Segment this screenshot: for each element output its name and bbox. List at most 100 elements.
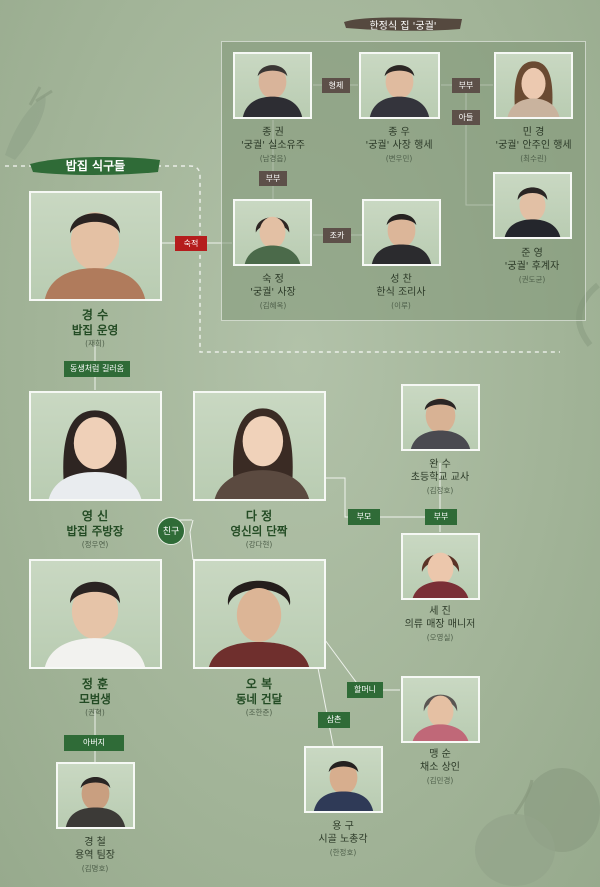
person-role: 밥집 주방장 — [66, 524, 124, 538]
portrait-icon — [44, 212, 146, 299]
person-name: 종 권 — [262, 127, 284, 138]
person-role: 의류 매장 매니저 — [404, 618, 476, 630]
person-role: 시골 노총각 — [318, 833, 368, 845]
person-actor: (이루) — [391, 301, 411, 310]
relation-tag: 아들 — [452, 110, 480, 125]
photo-obok — [193, 559, 326, 669]
vegetable-decoration-left-icon — [5, 86, 53, 160]
person-actor: (조한준) — [245, 708, 273, 718]
person-actor: (남경읍) — [259, 154, 287, 163]
caption-maengsoon: 맹 순 채소 상인 (김민경) — [390, 749, 490, 785]
photo-minkyung — [494, 52, 573, 119]
person-role: '궁궐' 후계자 — [504, 260, 560, 272]
relation-tag: 부부 — [452, 78, 480, 93]
photo-jonggwon — [233, 52, 312, 119]
relation-tag: 부부 — [425, 509, 457, 525]
person-role: 영신의 단짝 — [230, 524, 288, 538]
caption-sukjeong: 숙 정 '궁궐' 사장 (김혜옥) — [223, 274, 323, 310]
person-role: 한식 조리사 — [376, 286, 426, 298]
portrait-icon — [507, 61, 560, 117]
photo-sejin — [401, 533, 480, 600]
caption-jeonghoon: 정 훈 모범생 (권혁) — [35, 677, 155, 718]
portrait-icon — [242, 65, 303, 117]
person-name: 세 진 — [429, 606, 451, 617]
portrait-icon — [214, 408, 310, 499]
person-name: 맹 순 — [429, 749, 451, 760]
person-role: 초등학교 교사 — [410, 471, 470, 483]
person-role: '궁궐' 안주인 행세 — [495, 139, 572, 151]
person-actor: (변우민) — [385, 154, 413, 163]
brush-stroke-icon — [344, 17, 462, 31]
photo-youngshin — [29, 391, 162, 501]
portrait-icon — [504, 187, 561, 237]
person-name: 준 영 — [521, 248, 543, 259]
photo-dajeong — [193, 391, 326, 501]
relation-tag: 아버지 — [64, 735, 124, 751]
portrait-icon — [44, 581, 146, 667]
person-actor: (김정호) — [426, 486, 454, 495]
relation-tag: 조카 — [323, 228, 351, 243]
caption-kyungchul: 경 철 용역 팀장 (김명호) — [45, 837, 145, 873]
house-title: 한정식 집 '궁궐' — [369, 21, 437, 32]
person-actor: (한정호) — [329, 848, 357, 857]
relation-tag: 형제 — [322, 78, 350, 93]
photo-wansoo — [401, 384, 480, 451]
portrait-icon — [208, 580, 310, 667]
person-name: 성 찬 — [390, 274, 412, 285]
person-name: 민 경 — [522, 127, 545, 138]
portrait-icon — [412, 552, 469, 598]
relation-tag: 삼촌 — [318, 712, 350, 728]
portrait-icon — [412, 694, 469, 741]
relation-tag: 부부 — [259, 171, 287, 186]
caption-seongchan: 성 찬 한식 조리사 (이루) — [351, 274, 451, 310]
caption-junyoung: 준 영 '궁궐' 후계자 (권도균) — [482, 248, 582, 284]
person-name: 종 우 — [388, 127, 410, 138]
person-name: 용 구 — [332, 821, 354, 832]
person-name: 영 신 — [81, 509, 109, 523]
portrait-icon — [48, 410, 142, 499]
person-actor: (정우연) — [81, 540, 109, 550]
relation-tag: 동생처럼 길러옴 — [64, 361, 130, 377]
photo-yonggu — [304, 746, 383, 813]
family-title: 밥집 식구들 — [65, 159, 126, 173]
person-name: 다 정 — [245, 509, 273, 523]
caption-jonggwon: 종 권 '궁궐' 실소유주 (남경읍) — [223, 127, 323, 163]
photo-kyungchul — [56, 762, 135, 829]
relation-tag: 할머니 — [347, 682, 383, 698]
person-role: 용역 팀장 — [75, 849, 115, 861]
caption-minkyung: 민 경 '궁궐' 안주인 행세 (최수린) — [480, 127, 587, 163]
person-role: '궁궐' 실소유주 — [241, 139, 305, 151]
person-actor: (김명호) — [81, 864, 109, 873]
photo-sukjeong — [233, 199, 312, 266]
photo-jongwoo — [359, 52, 440, 119]
caption-wansoo: 완 수 초등학교 교사 (김정호) — [390, 459, 490, 495]
photo-jeonghoon — [29, 559, 162, 669]
family-title-banner: 밥집 식구들 — [28, 152, 163, 178]
person-name: 경 철 — [84, 837, 106, 848]
caption-jongwoo: 종 우 '궁궐' 사장 행세 (변우민) — [349, 127, 449, 163]
person-role: '궁궐' 사장 — [250, 286, 296, 298]
caption-dajeong: 다 정 영신의 단짝 (강다현) — [199, 509, 319, 550]
brush-stroke-icon — [30, 156, 160, 175]
person-name: 정 훈 — [81, 677, 109, 691]
portrait-icon — [65, 776, 126, 827]
portrait-icon — [369, 65, 430, 117]
person-actor: (오영실) — [426, 633, 454, 642]
person-name: 경 수 — [81, 308, 109, 322]
person-actor: (김민경) — [426, 776, 454, 785]
caption-obok: 오 복 동네 건달 (조한준) — [199, 677, 319, 718]
person-actor: (권도균) — [518, 275, 546, 284]
person-name: 완 수 — [429, 459, 451, 470]
photo-kyungsoo — [29, 191, 162, 301]
portrait-icon — [371, 213, 432, 264]
person-actor: (강다현) — [245, 540, 273, 550]
portrait-icon — [313, 760, 374, 811]
caption-sejin: 세 진 의류 매장 매니저 (오영실) — [386, 606, 494, 642]
person-actor: (권혁) — [85, 708, 105, 718]
person-actor: (최수린) — [520, 154, 547, 163]
person-role: 채소 상인 — [420, 761, 460, 773]
house-title-banner: 한정식 집 '궁궐' — [342, 14, 464, 34]
onion-decoration-icon — [475, 768, 600, 886]
person-actor: (김혜옥) — [259, 301, 287, 310]
